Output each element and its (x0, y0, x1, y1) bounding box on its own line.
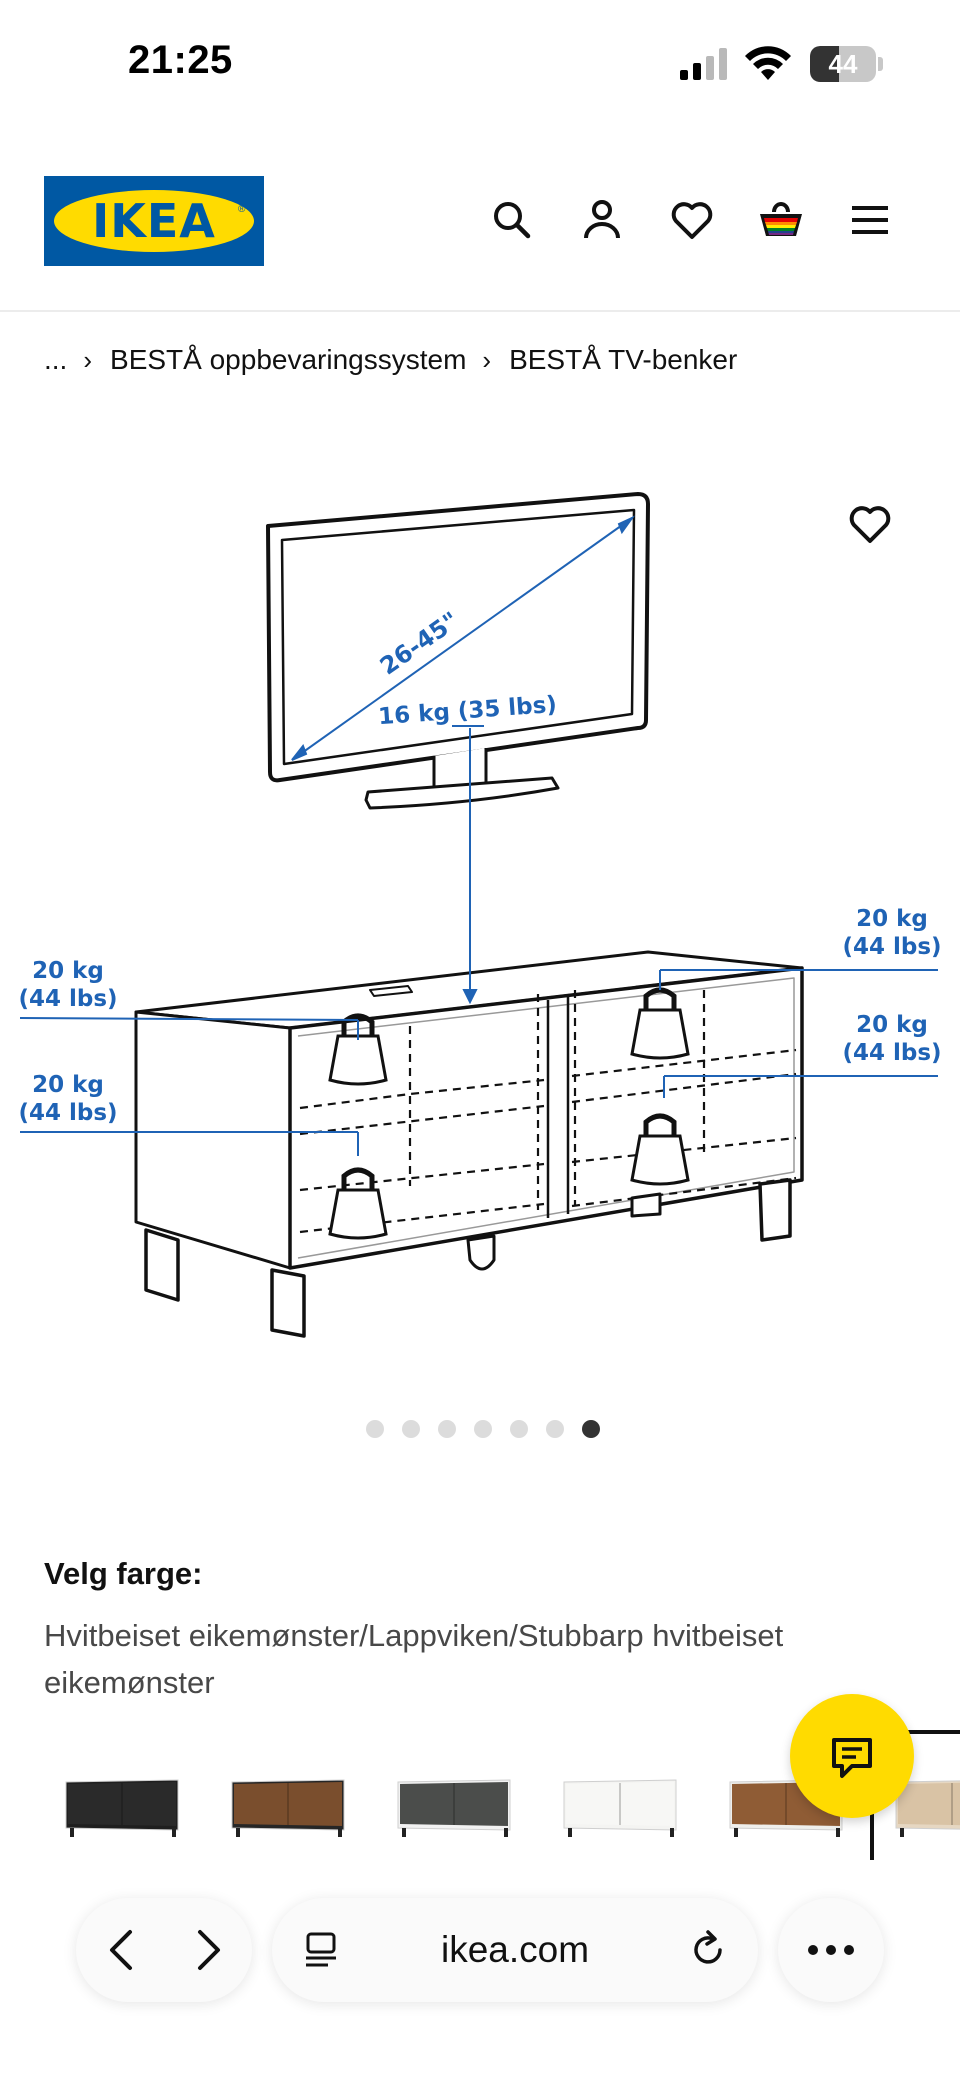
weight-icons (328, 987, 690, 1240)
browser-toolbar: ikea.com (0, 1880, 960, 2081)
reader-icon[interactable] (302, 1930, 342, 1970)
more-button[interactable] (778, 1898, 884, 2002)
carousel-dot[interactable] (474, 1420, 492, 1438)
color-swatch-black[interactable] (60, 1740, 210, 1860)
carousel-dot[interactable] (546, 1420, 564, 1438)
breadcrumb-ellipsis[interactable]: ... (44, 344, 68, 375)
tv-illustration (266, 492, 650, 810)
load-label-kg: 20 kg (856, 906, 928, 932)
battery-cap (878, 57, 883, 71)
address-bar[interactable]: ikea.com (272, 1898, 758, 2002)
logo-text: IKEA (92, 194, 216, 248)
heart-icon[interactable] (668, 196, 716, 244)
battery-icon: 44 (810, 46, 876, 82)
status-bar: 21:25 44 (0, 0, 960, 130)
reload-icon[interactable] (686, 1928, 730, 1972)
breadcrumb-item-besta-storage[interactable]: BESTÅ oppbevaringssystem (110, 344, 467, 375)
chat-button[interactable] (790, 1694, 914, 1818)
add-to-favourites-icon[interactable] (846, 500, 894, 548)
load-label-kg: 20 kg (856, 1012, 928, 1038)
load-label-kg: 20 kg (32, 958, 104, 984)
chat-icon (832, 1738, 872, 1778)
search-icon[interactable] (488, 196, 536, 244)
color-swatch-white-darkgrey[interactable] (392, 1740, 542, 1860)
chevron-right-icon: › (482, 344, 492, 375)
menu-icon[interactable] (846, 196, 894, 244)
ikea-logo[interactable]: IKEA ® (44, 176, 264, 266)
color-heading: Velg farge: (44, 1556, 203, 1591)
back-icon[interactable] (102, 1928, 146, 1972)
product-image[interactable]: 26-45" 16 kg (35 lbs) 20 kg (44 lbs) 20 … (0, 470, 960, 1350)
side-panel-edge (870, 1730, 960, 1734)
wifi-icon (745, 46, 791, 80)
breadcrumb: ... › BESTÅ oppbevaringssystem › BESTÅ T… (44, 340, 737, 380)
color-swatch-walnut-black[interactable] (226, 1740, 376, 1860)
load-label-kg: 20 kg (32, 1072, 104, 1098)
forward-icon[interactable] (184, 1928, 228, 1972)
site-header: IKEA ® (0, 160, 960, 312)
nav-buttons (76, 1898, 252, 2002)
more-icon (808, 1945, 854, 1955)
carousel-dot[interactable] (510, 1420, 528, 1438)
color-swatch-list (0, 1740, 960, 1860)
logo-oval (54, 190, 254, 252)
load-label-lbs: (44 lbs) (18, 986, 117, 1012)
load-label-lbs: (44 lbs) (18, 1100, 117, 1126)
user-icon[interactable] (578, 196, 626, 244)
chevron-right-icon: › (83, 344, 93, 375)
cellular-signal-icon (680, 48, 727, 80)
status-time: 21:25 (128, 38, 233, 82)
battery-level: 44 (828, 49, 858, 79)
url-text: ikea.com (440, 1929, 590, 1970)
selected-color: Hvitbeiset eikemønster/Lappviken/Stubbar… (44, 1618, 784, 1700)
load-label-lbs: (44 lbs) (842, 934, 941, 960)
carousel-indicator[interactable] (0, 1420, 960, 1440)
carousel-dot[interactable] (582, 1420, 600, 1438)
basket-icon[interactable] (757, 196, 805, 244)
load-label-lbs: (44 lbs) (842, 1040, 941, 1066)
color-swatch-oak[interactable] (890, 1740, 960, 1860)
carousel-dot[interactable] (438, 1420, 456, 1438)
color-swatch-white[interactable] (558, 1740, 708, 1860)
logo-registered-mark: ® (238, 204, 246, 215)
carousel-dot[interactable] (402, 1420, 420, 1438)
carousel-dot[interactable] (366, 1420, 384, 1438)
breadcrumb-item-besta-tv-benches[interactable]: BESTÅ TV-benker (509, 344, 738, 375)
